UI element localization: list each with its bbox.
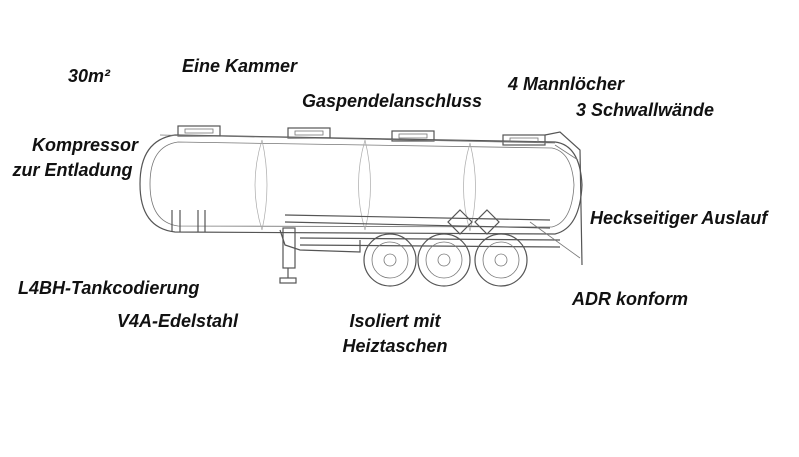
wheels: [363, 233, 528, 287]
chassis: [279, 214, 581, 259]
label-manholes: 4 Mannlöcher: [508, 74, 625, 94]
label-volume: 30m²: [68, 66, 111, 86]
label-insulation-line1: Isoliert mit: [349, 311, 441, 331]
label-compressor: Kompressor zur Entladung: [13, 133, 140, 183]
label-material: V4A-Edelstahl: [117, 311, 239, 331]
rear-cabinet: [544, 131, 583, 266]
label-rear-outlet: Heckseitiger Auslauf: [590, 208, 768, 228]
hazard-diamonds: [447, 209, 500, 235]
label-compressor-line1: Kompressor: [31, 135, 139, 155]
label-insulation-line2: Heiztaschen: [342, 336, 448, 356]
tank-shell: [139, 134, 583, 235]
label-baffles: 3 Schwallwände: [576, 100, 715, 120]
landing-gear: [279, 227, 297, 284]
label-vapour-return: Gaspendelanschluss: [302, 91, 483, 111]
baffles: [254, 139, 476, 232]
label-insulation: Isoliert mit Heiztaschen: [335, 309, 455, 359]
front-supports: [171, 210, 206, 232]
label-tank-code: L4BH-Tankcodierung: [18, 278, 200, 298]
label-adr: ADR konform: [572, 289, 688, 309]
label-chambers: Eine Kammer: [182, 56, 298, 76]
manholes: [159, 125, 556, 146]
label-compressor-line2: zur Entladung: [12, 160, 133, 180]
